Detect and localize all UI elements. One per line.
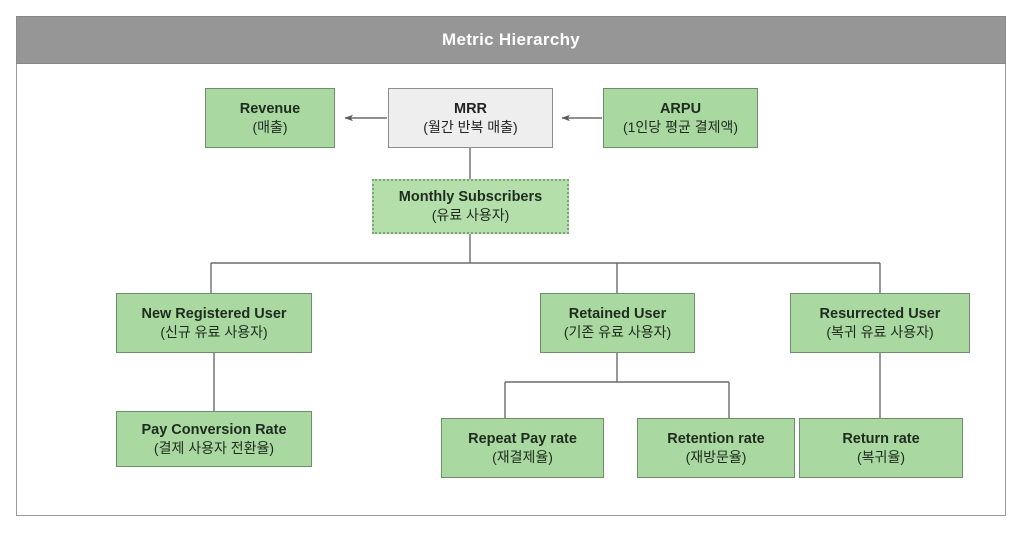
node-title: Retained User	[568, 305, 667, 322]
node-subtitle: (재결제율)	[492, 448, 553, 465]
node-title: MRR	[453, 100, 488, 117]
node-subtitle: (복귀율)	[857, 448, 905, 465]
node-repeat-pay-rate[interactable]: Repeat Pay rate (재결제율)	[441, 418, 604, 478]
node-pay-conversion-rate[interactable]: Pay Conversion Rate (결제 사용자 전환율)	[116, 411, 312, 467]
node-subtitle: (복귀 유료 사용자)	[826, 323, 934, 340]
node-title: Resurrected User	[819, 305, 941, 322]
node-retained-user[interactable]: Retained User (기존 유료 사용자)	[540, 293, 695, 353]
node-title: Pay Conversion Rate	[141, 421, 287, 438]
node-title: Monthly Subscribers	[398, 189, 543, 206]
node-subtitle: (월간 반복 매출)	[423, 118, 518, 135]
node-title: ARPU	[659, 100, 702, 117]
node-title: Retention rate	[667, 430, 765, 447]
diagram-title-bar: Metric Hierarchy	[16, 16, 1006, 64]
node-subtitle: (결제 사용자 전환율)	[153, 439, 275, 456]
node-revenue[interactable]: Revenue (매출)	[205, 88, 335, 148]
node-subtitle: (기존 유료 사용자)	[563, 323, 672, 340]
node-title: Repeat Pay rate	[468, 430, 577, 447]
node-subtitle: (1인당 평균 결제액)	[622, 118, 739, 135]
page-title: Metric Hierarchy	[441, 30, 581, 49]
node-retention-rate[interactable]: Retention rate (재방문율)	[637, 418, 795, 478]
node-title: Revenue	[239, 100, 301, 117]
node-resurrected-user[interactable]: Resurrected User (복귀 유료 사용자)	[790, 293, 970, 353]
node-subtitle: (매출)	[252, 118, 288, 135]
node-monthly-subscribers[interactable]: Monthly Subscribers (유료 사용자)	[372, 179, 569, 234]
node-subtitle: (신규 유료 사용자)	[160, 323, 268, 340]
node-title: Return rate	[842, 430, 920, 447]
node-title: New Registered User	[141, 305, 287, 322]
node-new-registered-user[interactable]: New Registered User (신규 유료 사용자)	[116, 293, 312, 353]
node-mrr[interactable]: MRR (월간 반복 매출)	[388, 88, 553, 148]
node-subtitle: (유료 사용자)	[431, 207, 510, 224]
node-return-rate[interactable]: Return rate (복귀율)	[799, 418, 963, 478]
node-subtitle: (재방문율)	[685, 448, 747, 465]
node-arpu[interactable]: ARPU (1인당 평균 결제액)	[603, 88, 758, 148]
